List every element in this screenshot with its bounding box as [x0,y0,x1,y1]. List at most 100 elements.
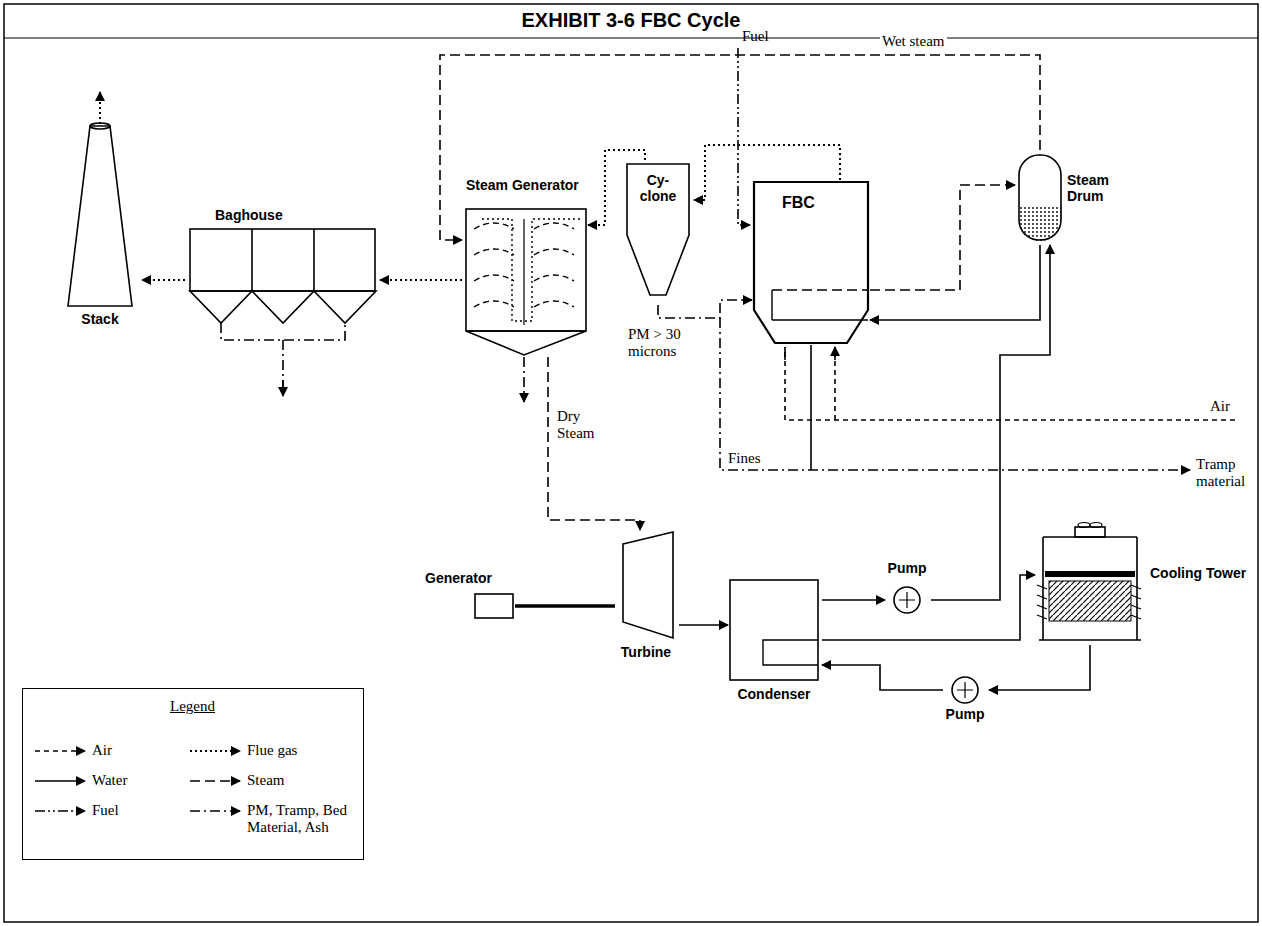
edge-label: PM > 30 microns [626,326,692,359]
riser-tube [772,289,868,290]
water-connector [931,245,1050,600]
condenser-shell [730,580,818,680]
baffle [523,219,524,325]
flue-connector [694,145,840,200]
tube-bank [474,301,574,307]
cyclone: Cy- clone [622,160,694,305]
edge-label: Dry Steam [555,408,607,441]
bag-divider [313,229,315,291]
component-label: Generator [425,570,492,586]
legend-sample [190,802,242,820]
legend-line [35,810,85,812]
component-label: Condenser [728,686,820,702]
water-connector [822,599,885,601]
fines-line [720,318,1190,470]
legend-line [190,780,240,782]
legend-text: Air [92,742,182,759]
fbc-boiler: FBC [752,180,870,345]
legend-line [190,810,240,812]
louver [1037,605,1141,609]
stack-exhaust [99,92,101,124]
tube-bank [474,275,574,281]
hopper [190,291,252,323]
ash-arrow [282,380,284,396]
fuel-line [738,48,750,225]
air-label: Air [1210,398,1230,415]
baghouse-ash-line [221,323,345,395]
component-label: Steam Drum [1067,172,1127,204]
component-label: Cy- clone [632,172,684,204]
stack-outline [60,118,140,333]
tramp-label: Tramp material [1196,456,1258,489]
louver [1037,585,1141,589]
component-label: FBC [782,194,815,212]
generator: Generator [425,568,515,620]
steam-connector [548,357,640,530]
legend-sample [35,802,87,820]
water-connector [989,645,1090,690]
bag-divider [251,229,253,291]
water-connector [870,245,1040,320]
shaft-connector [515,604,615,608]
fan-blade [1078,523,1090,528]
legend-text: Water [92,772,182,789]
legend-sample [35,772,87,790]
pump: Pump [943,676,989,730]
stack-top [90,123,110,129]
steam-connector [440,55,1040,240]
steam-connector [870,185,1015,290]
generator-box [475,594,513,618]
hopper [314,291,376,323]
cooling-tower-outline [1035,525,1255,645]
pump-impeller [899,592,915,608]
cooling-tower: Cooling Tower [1035,525,1255,645]
flue-connector [588,150,645,225]
generator-ash-line [523,357,525,402]
component-label: Steam Generator [466,177,579,193]
gas-path [482,219,580,321]
fbc-vessel [754,182,868,343]
legend-text: PM, Tramp, Bed Material, Ash [247,802,355,837]
fines-label: Fines [728,450,761,467]
component-label: Stack [60,311,140,327]
tube-end [771,290,772,320]
component-label: Cooling Tower [1150,565,1246,581]
water-tube [772,319,868,320]
pump: Pump [885,560,931,614]
legend-sample [190,742,242,760]
diagram-title: EXHIBIT 3-6 FBC Cycle [0,9,1262,32]
turbine: Turbine [615,530,679,670]
edge-label: Wet steam [880,33,947,50]
legend-sample [190,772,242,790]
legend-sample [35,742,87,760]
baghouse-body [190,229,375,291]
stack: Stack [60,118,142,333]
fuel-label: Fuel [742,28,769,45]
legend-text: Fuel [92,802,182,819]
distribution-header [1045,571,1135,577]
air-line [785,347,1235,420]
water-connector [679,624,728,626]
hopper [252,291,314,323]
fan-housing [1075,527,1105,537]
component-label: Baghouse [215,207,283,223]
component-label: Pump [885,560,929,576]
louver [1037,595,1141,599]
component-label: Turbine [615,644,677,660]
air-arrows [785,347,835,360]
flue-connector [380,279,462,281]
steam-generator: Steam Generator [462,175,588,357]
cyclone-shape [627,164,689,295]
steam-generator-outline [462,175,588,357]
title-rule [4,38,1258,39]
louver [1037,615,1141,619]
stack-shape [68,126,132,306]
baghouse: Baghouse [185,205,380,325]
turbine-shape [623,532,673,638]
condenser: Condenser [728,578,822,708]
water-connector [822,575,1035,640]
cooling-coil [763,640,818,665]
tube-bank [474,249,574,255]
